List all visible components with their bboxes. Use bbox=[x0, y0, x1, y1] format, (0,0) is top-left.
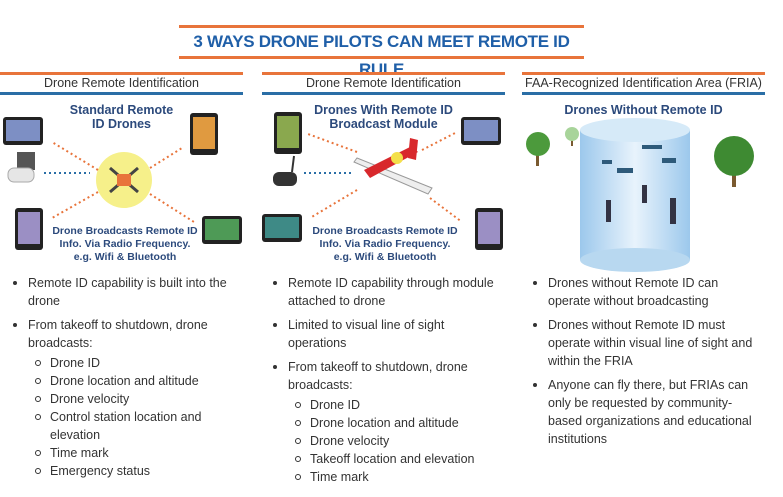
column-header: Drone Remote Identification bbox=[0, 72, 243, 95]
drone-icons bbox=[602, 145, 676, 173]
bullet-item: From takeoff to shutdown, drone broadcas… bbox=[273, 358, 503, 486]
tree-icon bbox=[714, 136, 754, 187]
sub-bullet-item: Drone velocity bbox=[295, 432, 503, 450]
remote-controller-icon bbox=[273, 155, 297, 186]
subtitle-line: ID Drones bbox=[91, 117, 152, 131]
sub-bullet-item: Control station location and elevation bbox=[35, 408, 243, 444]
bullet-item: Remote ID capability is built into the d… bbox=[13, 274, 243, 310]
bullet-list: Remote ID capability through module atta… bbox=[264, 274, 503, 492]
bullet-item: Remote ID capability through module atta… bbox=[273, 274, 503, 310]
column-header: FAA-Recognized Identification Area (FRIA… bbox=[522, 72, 765, 95]
caption-line: Info. Via Radio Frequency. bbox=[319, 238, 451, 250]
tablet-icon bbox=[3, 117, 43, 145]
title-banner: 3 WAYS DRONE PILOTS CAN MEET REMOTE ID R… bbox=[179, 25, 584, 79]
sub-bullet-list: Drone ID Drone location and altitude Dro… bbox=[28, 354, 243, 480]
controller-icon bbox=[7, 152, 35, 183]
sub-bullet-item: Time mark bbox=[295, 468, 503, 486]
sub-bullet-item: Takeoff location and elevation bbox=[295, 450, 503, 468]
sub-bullet-item: Time mark bbox=[35, 444, 243, 462]
column-header: Drone Remote Identification bbox=[262, 72, 505, 95]
subtitle-line: Drones With Remote ID bbox=[314, 103, 453, 117]
column-fria: FAA-Recognized Identification Area (FRIA… bbox=[522, 72, 765, 446]
sub-bullet-item: Drone velocity bbox=[35, 390, 243, 408]
subtitle-line: Drones Without Remote ID bbox=[564, 103, 723, 117]
caption-line: e.g. Wifi & Bluetooth bbox=[73, 251, 177, 263]
bullet-list: Remote ID capability is built into the d… bbox=[4, 274, 243, 486]
airplane-icon bbox=[353, 138, 433, 195]
bullet-item: Anyone can fly there, but FRIAs can only… bbox=[533, 376, 763, 448]
sub-bullet-item: Drone ID bbox=[35, 354, 243, 372]
bullet-item: Drones without Remote ID must operate wi… bbox=[533, 316, 763, 370]
broadcast-arrows bbox=[307, 131, 463, 223]
bullet-text: From takeoff to shutdown, drone broadcas… bbox=[288, 360, 468, 392]
broadcast-arrows bbox=[51, 141, 195, 223]
tablet-icon bbox=[15, 208, 43, 250]
subtitle-line: Broadcast Module bbox=[329, 117, 438, 131]
sub-bullet-item: Drone ID bbox=[295, 396, 503, 414]
tablet-icon bbox=[190, 113, 218, 155]
pilot-figures bbox=[606, 185, 676, 224]
bullet-item: Limited to visual line of sight operatio… bbox=[273, 316, 503, 352]
tablet-icon bbox=[262, 214, 302, 242]
bullet-item: Drones without Remote ID can operate wit… bbox=[533, 274, 763, 310]
tree-icon bbox=[526, 132, 550, 166]
caption-line: Drone Broadcasts Remote ID bbox=[52, 225, 198, 237]
caption-line: Drone Broadcasts Remote ID bbox=[312, 225, 458, 237]
tablet-icon bbox=[202, 216, 242, 244]
broadcast-module-illustration bbox=[262, 112, 503, 250]
quadcopter-icon bbox=[109, 166, 139, 194]
fria-illustration bbox=[526, 118, 754, 272]
tablet-icon bbox=[461, 117, 501, 145]
subtitle-line: Standard Remote bbox=[69, 103, 174, 117]
column-broadcast-module: Drone Remote Identification Drones With … bbox=[262, 72, 505, 484]
tablet-icon bbox=[475, 208, 503, 250]
tablet-icon bbox=[274, 112, 302, 154]
tree-icon bbox=[565, 127, 579, 146]
standard-drone-illustration bbox=[3, 113, 242, 250]
column-standard-remote-id: Drone Remote Identification Standard Rem… bbox=[0, 72, 243, 478]
sub-bullet-item: Emergency status bbox=[35, 462, 243, 480]
sub-bullet-item: Drone location and altitude bbox=[295, 414, 503, 432]
bullet-item: From takeoff to shutdown, drone broadcas… bbox=[13, 316, 243, 480]
caption-line: Info. Via Radio Frequency. bbox=[59, 238, 191, 250]
bullet-list: Drones without Remote ID can operate wit… bbox=[524, 274, 763, 454]
bullet-text: From takeoff to shutdown, drone broadcas… bbox=[28, 318, 208, 350]
fria-cylinder bbox=[580, 118, 690, 272]
column-subtitle: Drones Without Remote ID bbox=[522, 103, 765, 117]
caption-line: e.g. Wifi & Bluetooth bbox=[333, 251, 437, 263]
sub-bullet-list: Drone ID Drone location and altitude Dro… bbox=[288, 396, 503, 486]
sub-bullet-item: Drone location and altitude bbox=[35, 372, 243, 390]
